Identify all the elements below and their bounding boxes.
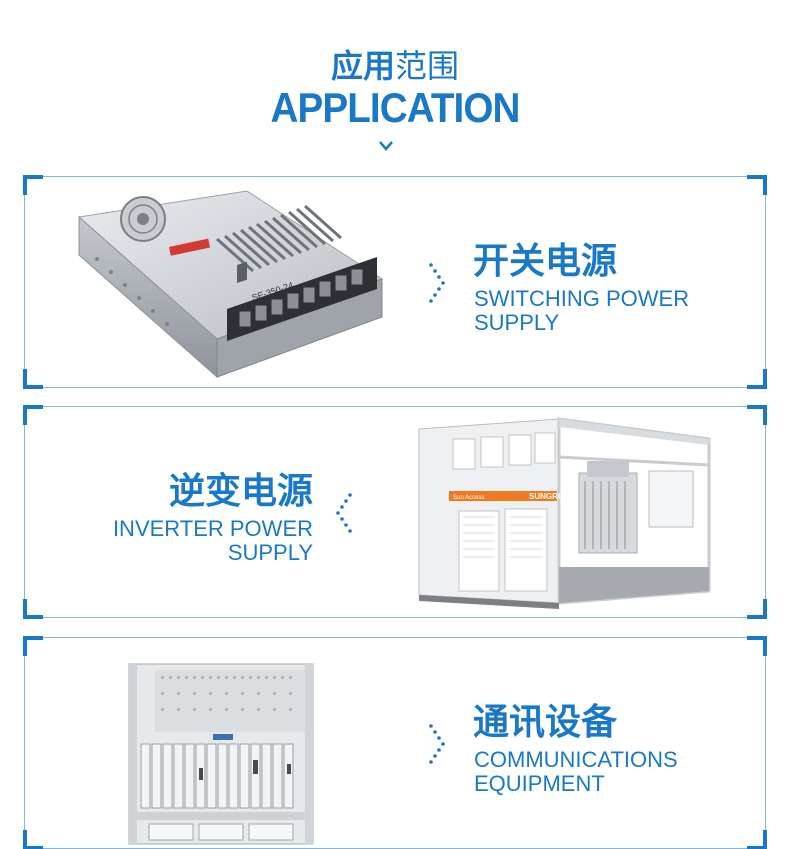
- section-title-cn-light: 范围: [395, 48, 460, 84]
- item-title-en-line1: INVERTER POWER: [112, 516, 313, 541]
- item-title-cn: 逆变电源: [168, 470, 313, 511]
- corner-bracket: [747, 369, 767, 389]
- dotted-chevron-icon: [336, 493, 352, 533]
- application-card-switching-power: SE-350-24 开关电源 SWITCHING POWER SUPPLY: [23, 175, 767, 389]
- telecom-rack-image: [128, 663, 314, 845]
- corner-bracket: [23, 599, 43, 619]
- section-title-cn: 应用范围: [0, 46, 790, 86]
- section-title-cn-bold: 应用: [330, 48, 395, 84]
- item-title-en-line2: SUPPLY: [227, 540, 313, 565]
- switching-power-supply-image: SE-350-24: [77, 190, 384, 379]
- corner-bracket: [23, 636, 43, 656]
- item-title-cn: 通讯设备: [473, 701, 618, 742]
- corner-bracket: [23, 175, 43, 195]
- application-card-inverter-power: 逆变电源 INVERTER POWER SUPPLY SUNGROW Sun A…: [23, 405, 767, 619]
- item-title-en-line2: SUPPLY: [474, 310, 560, 335]
- section-title-en: APPLICATION: [270, 84, 521, 131]
- item-title-en-line2: EQUIPMENT: [474, 771, 605, 796]
- item-title-cn: 开关电源: [473, 240, 618, 281]
- inverter-brand-label: SUNGROW: [529, 492, 572, 501]
- section-header: 应用范围 APPLICATION: [0, 0, 790, 170]
- application-card-communications: 通讯设备 COMMUNICATIONS EQUIPMENT: [23, 636, 767, 849]
- item-title-en-line1: COMMUNICATIONS: [474, 747, 678, 772]
- corner-bracket: [747, 405, 767, 425]
- corner-bracket: [747, 599, 767, 619]
- chevron-down-icon: [379, 141, 393, 151]
- corner-bracket: [23, 405, 43, 425]
- dotted-chevron-icon: [429, 263, 445, 303]
- dotted-chevron-icon: [429, 724, 445, 764]
- inverter-station-image: SUNGROW Sun Access: [418, 417, 711, 609]
- corner-bracket: [747, 830, 767, 849]
- corner-bracket: [23, 830, 43, 849]
- inverter-sub-label: Sun Access: [453, 495, 484, 501]
- corner-bracket: [23, 369, 43, 389]
- corner-bracket: [747, 175, 767, 195]
- item-title-en-line1: SWITCHING POWER: [474, 286, 690, 311]
- corner-bracket: [747, 636, 767, 656]
